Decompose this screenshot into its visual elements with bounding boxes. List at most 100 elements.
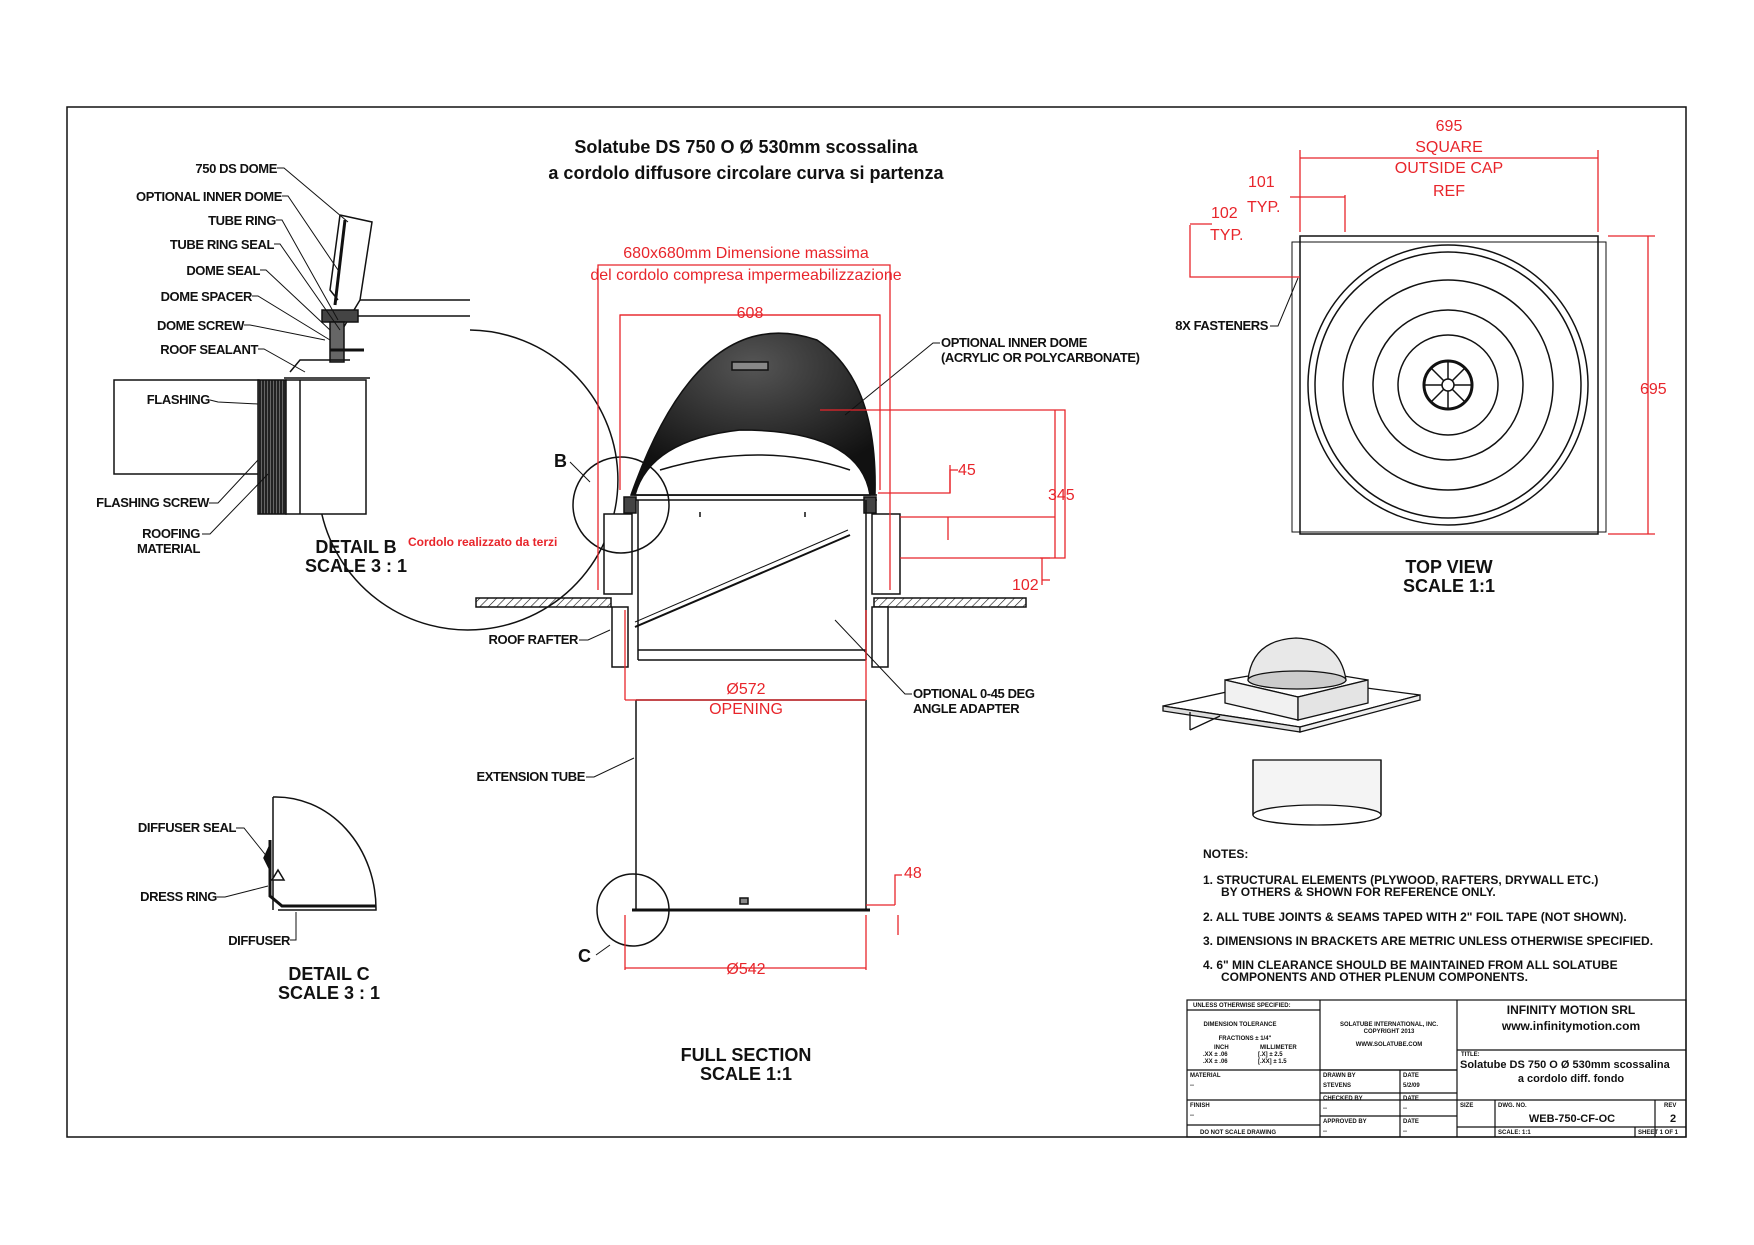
label-optional-inner-dome: OPTIONAL INNER DOME: [136, 189, 283, 204]
label-angle-adapter-1: OPTIONAL 0-45 DEG: [913, 686, 1035, 701]
tb-title-label: TITLE:: [1461, 1052, 1480, 1058]
tb-inch: INCH: [1214, 1045, 1229, 1051]
detail-b-scale: SCALE 3 : 1: [305, 556, 407, 576]
tb-title-val2: a cordolo diff. fondo: [1518, 1073, 1625, 1085]
dim-695-top: 695: [1436, 118, 1463, 135]
tb-dim-tol: DIMENSION TOLERANCE: [1204, 1022, 1277, 1028]
tb-firm: INFINITY MOTION SRL: [1507, 1003, 1635, 1017]
section-dimensions: [597, 264, 1066, 970]
label-tube-ring-seal: TUBE RING SEAL: [170, 237, 275, 252]
tb-mm: MILLIMETER: [1260, 1045, 1297, 1051]
dim-typ-2: TYP.: [1210, 227, 1244, 244]
label-diffuser-seal: DIFFUSER SEAL: [138, 820, 237, 835]
tb-company1: SOLATUBE INTERNATIONAL, INC.: [1340, 1022, 1438, 1028]
full-section-caption: FULL SECTION: [681, 1045, 812, 1065]
tb-tol-b: [.X] ± 2.5: [1258, 1052, 1283, 1058]
tb-sheet: SHEET 1 OF 1: [1638, 1130, 1679, 1136]
dim-45: 45: [958, 462, 976, 479]
dim-48: 48: [904, 865, 922, 882]
tb-approved-val: --: [1323, 1129, 1327, 1135]
detail-b-caption: DETAIL B: [315, 537, 396, 557]
label-material: MATERIAL: [137, 541, 200, 556]
dim-outside-cap: OUTSIDE CAP: [1395, 160, 1503, 177]
red-note-line2: del cordolo compresa impermeabilizzazion…: [590, 267, 901, 284]
tb-date-val: 5/2/09: [1403, 1083, 1420, 1089]
detail-c-leaders: [217, 827, 297, 941]
tb-finish: FINISH: [1190, 1103, 1210, 1109]
label-roofing: ROOFING: [142, 526, 200, 541]
label-optional-inner-dome-section: OPTIONAL INNER DOME: [941, 335, 1088, 350]
label-750-ds-dome: 750 DS DOME: [195, 161, 277, 176]
drawing-title-line1: Solatube DS 750 O Ø 530mm scossalina: [574, 137, 918, 157]
dim-608: 608: [737, 305, 764, 322]
note-3: 3. DIMENSIONS IN BRACKETS ARE METRIC UNL…: [1203, 934, 1653, 948]
dim-102-top: 102: [1211, 205, 1238, 222]
note-1a: 1. STRUCTURAL ELEMENTS (PLYWOOD, RAFTERS…: [1203, 873, 1598, 887]
sheet-border: [66, 106, 1687, 1138]
dim-542: Ø542: [726, 961, 765, 978]
top-view-caption: TOP VIEW: [1405, 557, 1492, 577]
tb-website: www.infinitymotion.com: [1501, 1019, 1640, 1033]
top-view-scale: SCALE 1:1: [1403, 576, 1495, 596]
tb-tol-c: .XX ± .06: [1203, 1059, 1228, 1065]
label-tube-ring: TUBE RING: [208, 213, 276, 228]
fasteners-leader: [1270, 277, 1299, 327]
tb-date3-val: --: [1403, 1129, 1407, 1135]
tb-company3: WWW.SOLATUBE.COM: [1356, 1042, 1423, 1048]
dim-695-side: 695: [1640, 381, 1667, 398]
label-extension-tube: EXTENSION TUBE: [476, 769, 585, 784]
label-flashing: FLASHING: [147, 392, 211, 407]
note-1b: BY OTHERS & SHOWN FOR REFERENCE ONLY.: [1221, 885, 1496, 899]
tb-date2-val: --: [1403, 1106, 1407, 1112]
label-dress-ring: DRESS RING: [140, 889, 217, 904]
dim-opening: OPENING: [709, 701, 783, 718]
cordolo-note: Cordolo realizzato da terzi: [408, 535, 557, 549]
title-block: [1186, 999, 1687, 1138]
detail-c-caption: DETAIL C: [288, 964, 369, 984]
label-angle-adapter-2: ANGLE ADAPTER: [913, 701, 1020, 716]
tb-do-not-scale: DO NOT SCALE DRAWING: [1200, 1130, 1276, 1136]
tb-size: SIZE: [1460, 1103, 1473, 1109]
label-dome-seal: DOME SEAL: [186, 263, 260, 278]
note-4a: 4. 6" MIN CLEARANCE SHOULD BE MAINTAINED…: [1203, 958, 1618, 972]
tb-rev-val: 2: [1670, 1113, 1676, 1125]
title-block-text: UNLESS OTHERWISE SPECIFIED: DIMENSION TO…: [1190, 1003, 1679, 1136]
dim-ref: REF: [1433, 183, 1465, 200]
label-8x-fasteners: 8X FASTENERS: [1175, 318, 1268, 333]
tb-approved-by: APPROVED BY: [1323, 1119, 1367, 1125]
tb-rev: REV: [1664, 1103, 1676, 1109]
tb-tol-d: [.XX] ± 1.5: [1258, 1059, 1287, 1065]
isometric-view: [1162, 637, 1421, 826]
tb-drawn-by-val: STEVENS: [1323, 1083, 1351, 1089]
label-diffuser: DIFFUSER: [228, 933, 291, 948]
detail-b: [113, 214, 619, 631]
marker-c: C: [578, 946, 591, 966]
label-acrylic-polycarbonate: (ACRYLIC OR POLYCARBONATE): [941, 350, 1140, 365]
tb-material: MATERIAL: [1190, 1073, 1221, 1079]
tb-tol-a: .XX ± .06: [1203, 1052, 1228, 1058]
tb-dwg-no: DWG. NO.: [1498, 1103, 1527, 1109]
tb-fractions: FRACTIONS ± 1/4": [1219, 1036, 1272, 1042]
label-roof-rafter: ROOF RAFTER: [489, 632, 579, 647]
tb-checked-val: --: [1323, 1106, 1327, 1112]
dim-345: 345: [1048, 487, 1075, 504]
label-flashing-screw: FLASHING SCREW: [96, 495, 210, 510]
detail-c-scale: SCALE 3 : 1: [278, 983, 380, 1003]
tb-date2: DATE: [1403, 1096, 1419, 1102]
detail-c: [263, 796, 377, 911]
label-dome-spacer: DOME SPACER: [161, 289, 253, 304]
dim-572: Ø572: [726, 681, 765, 698]
section-leaders: [569, 342, 940, 956]
label-dome-screw: DOME SCREW: [157, 318, 245, 333]
top-view: [1291, 235, 1607, 535]
dim-square: SQUARE: [1415, 139, 1483, 156]
detail-b-leaders: [202, 167, 349, 535]
top-view-dimensions: [1189, 150, 1655, 535]
tb-checked-by: CHECKED BY: [1323, 1096, 1363, 1102]
label-roof-sealant: ROOF SEALANT: [160, 342, 258, 357]
tb-dwg-val: WEB-750-CF-OC: [1529, 1113, 1615, 1125]
note-4b: COMPONENTS AND OTHER PLENUM COMPONENTS.: [1221, 970, 1528, 984]
tb-company2: COPYRIGHT 2013: [1364, 1029, 1415, 1035]
